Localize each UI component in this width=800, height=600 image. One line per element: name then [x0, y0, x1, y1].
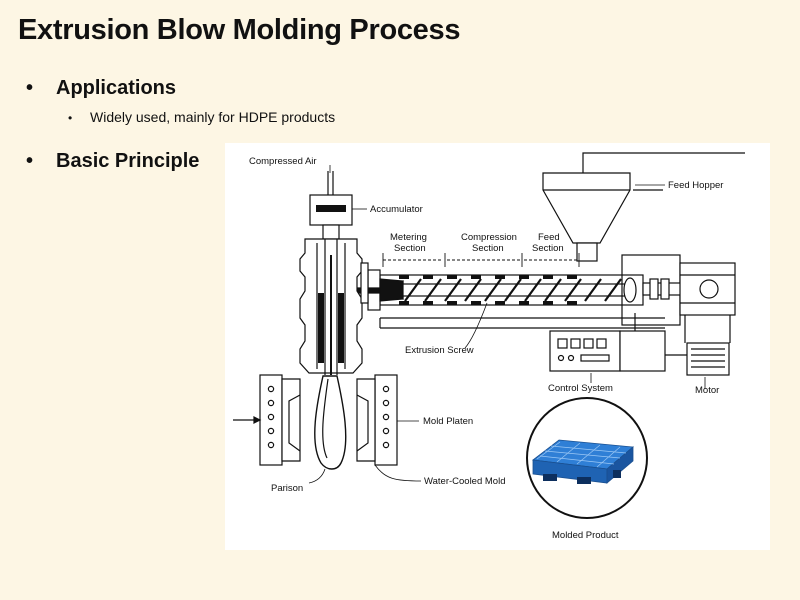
label-compression: Compression: [461, 232, 517, 243]
label-compressed-air: Compressed Air: [249, 156, 317, 167]
label-control-system: Control System: [548, 383, 613, 394]
sub-bullet-hdpe: • Widely used, mainly for HDPE products: [68, 109, 335, 125]
label-metering: Metering: [390, 232, 427, 243]
right-mold: [356, 374, 398, 466]
label-feed-section: Section: [532, 243, 564, 254]
bullet-dot: •: [26, 150, 34, 172]
label-metering-section: Section: [394, 243, 426, 254]
bullet-dot: •: [26, 77, 34, 99]
label-feed: Feed: [538, 232, 560, 243]
label-molded-product: Molded Product: [552, 530, 619, 541]
control-cabinet: [549, 313, 666, 372]
blow-molding-diagram: Compressed Air Accumulator Feed Hopper M…: [225, 143, 770, 550]
bullet-applications: • Applications: [26, 77, 176, 100]
label-accumulator: Accumulator: [370, 204, 423, 215]
extruder-barrel: [332, 269, 665, 329]
bullet-dot: •: [68, 111, 73, 125]
label-motor: Motor: [695, 385, 719, 396]
left-mold: [233, 374, 301, 466]
slide-title: Extrusion Blow Molding Process: [18, 14, 461, 46]
label-feed-hopper: Feed Hopper: [668, 180, 723, 191]
label-compression-section: Section: [472, 243, 504, 254]
label-extrusion-screw: Extrusion Screw: [405, 345, 474, 356]
label-parison: Parison: [271, 483, 303, 494]
pallet-image: [531, 439, 634, 484]
section-dimension-lines: [382, 253, 580, 267]
feed-hopper: [542, 152, 745, 262]
bullet-label: Basic Principle: [56, 150, 200, 172]
label-mold-platen: Mold Platen: [423, 416, 473, 427]
drive-assembly: [621, 254, 736, 343]
leader-lines: [308, 165, 706, 484]
bullet-basic-principle: • Basic Principle: [26, 150, 199, 173]
accumulator-head: [299, 171, 369, 375]
molded-product-inset: [526, 397, 648, 519]
parison: [314, 375, 347, 470]
motor: [665, 342, 730, 376]
sub-bullet-label: Widely used, mainly for HDPE products: [90, 109, 336, 125]
label-water-cooled-mold: Water-Cooled Mold: [424, 476, 505, 487]
bullet-label: Applications: [56, 77, 177, 99]
